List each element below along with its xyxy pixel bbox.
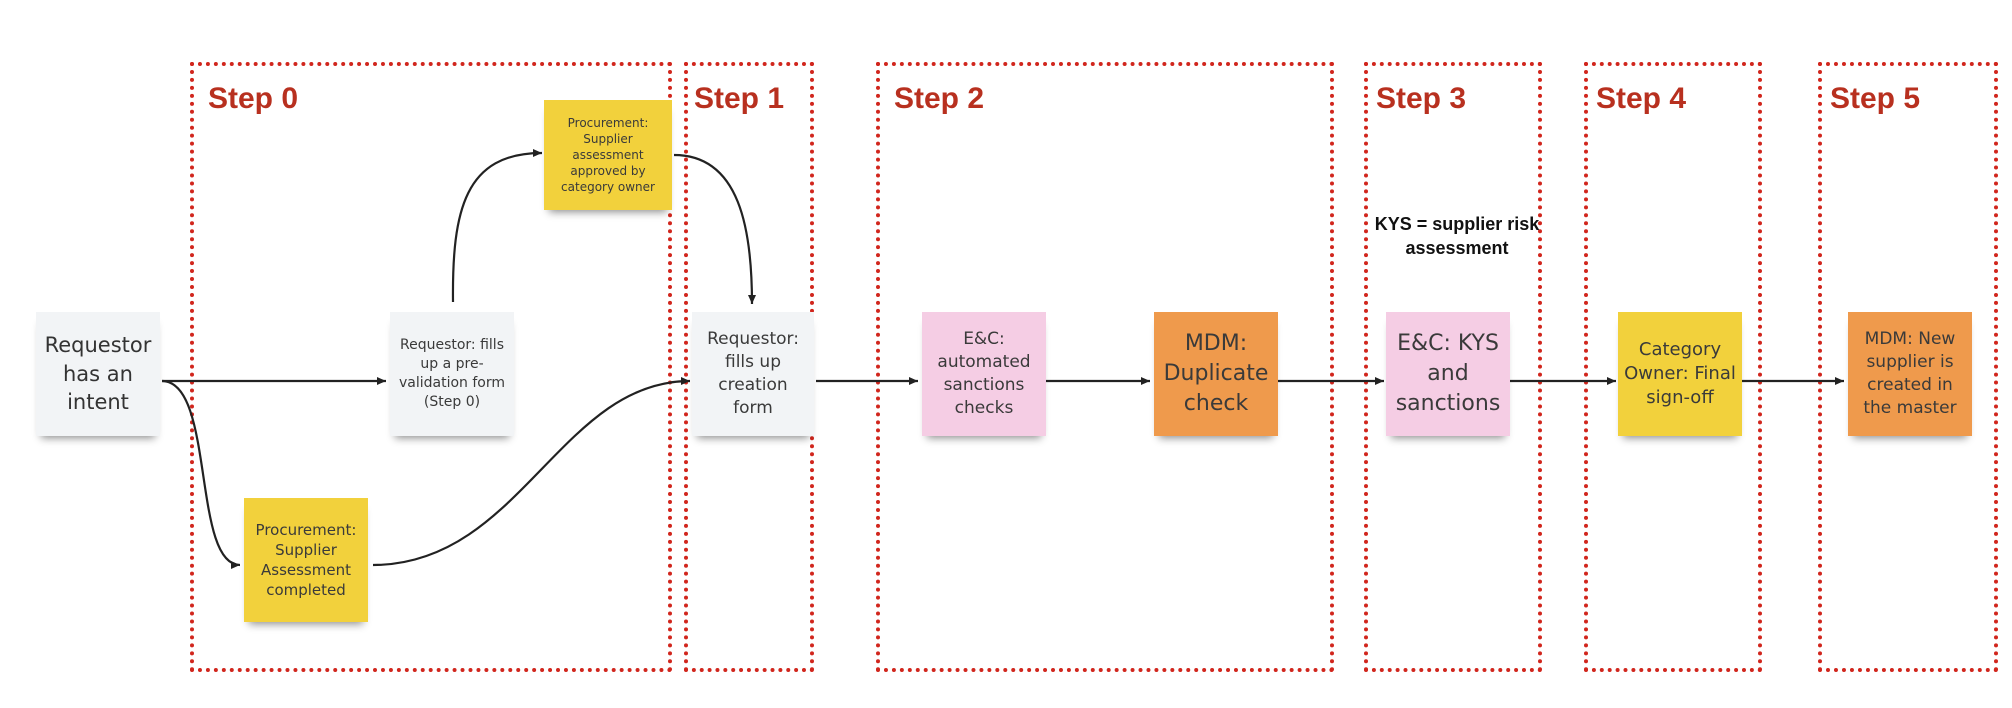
note-category-owner-signoff: Category Owner: Final sign-off — [1618, 312, 1742, 436]
note-requestor-intent: Requestor has an intent — [36, 312, 160, 436]
step-0-box: Step 0 — [190, 62, 672, 672]
note-requestor-prevalidation: Requestor: fills up a pre-validation for… — [390, 312, 514, 436]
step-4-box: Step 4 — [1584, 62, 1762, 672]
step-4-label: Step 4 — [1596, 82, 1687, 115]
step-2-box: Step 2 — [876, 62, 1334, 672]
note-ec-automated-sanctions: E&C: automated sanctions checks — [922, 312, 1046, 436]
note-procurement-approved: Procurement: Supplier assessment approve… — [544, 100, 672, 210]
step-2-label: Step 2 — [894, 82, 985, 115]
note-procurement-completed: Procurement: Supplier Assessment complet… — [244, 498, 368, 622]
arrow-intent-to-procurement-completed — [161, 379, 241, 569]
step-3-label: Step 3 — [1376, 82, 1467, 115]
step-5-label: Step 5 — [1830, 82, 1921, 115]
step-0-label: Step 0 — [208, 82, 299, 115]
arrow-approved-to-creation — [673, 153, 756, 305]
note-ec-kys-sanctions: E&C: KYS and sanctions — [1386, 312, 1510, 436]
step-1-label: Step 1 — [694, 82, 785, 115]
arrow-completed-to-creation — [372, 377, 691, 567]
note-mdm-duplicate-check: MDM: Duplicate check — [1154, 312, 1278, 436]
step-3-box: Step 3 — [1364, 62, 1542, 672]
note-requestor-creation: Requestor: fills up creation form — [692, 312, 814, 436]
arrow-prevalidation-to-approved — [451, 149, 543, 303]
note-mdm-new-supplier: MDM: New supplier is created in the mast… — [1848, 312, 1972, 436]
step-5-box: Step 5 — [1818, 62, 1998, 672]
kys-definition: KYS = supplier risk assessment — [1374, 214, 1540, 258]
